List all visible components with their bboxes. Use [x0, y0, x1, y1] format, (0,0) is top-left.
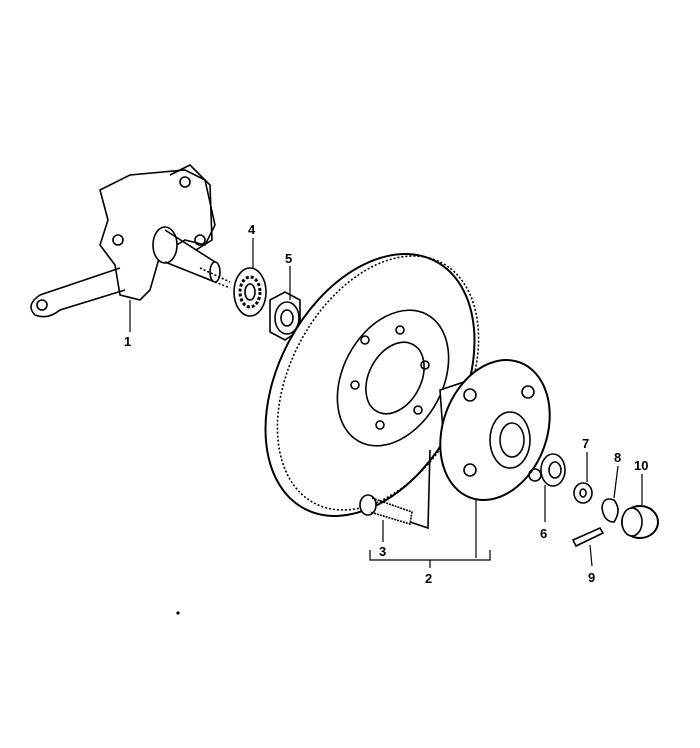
inner-bearing: [269, 291, 301, 341]
callout-2: 2: [425, 571, 433, 586]
leader-lines: [129, 238, 643, 568]
callout-9: 9: [588, 570, 596, 585]
wheel-bolt: [359, 449, 431, 530]
thrust-washer: [573, 482, 593, 504]
wheel-hub: [439, 359, 551, 501]
callout-5: 5: [285, 251, 293, 266]
outer-bearing: [233, 267, 267, 317]
clamp-screw: [571, 526, 605, 548]
brake-disc: [264, 253, 480, 517]
callout-4: 4: [248, 222, 256, 237]
callout-7: 7: [582, 436, 590, 451]
steering-knuckle: [30, 164, 231, 318]
callout-6: 6: [540, 526, 548, 541]
grease-seal: [540, 453, 566, 487]
grease-cap: [621, 505, 659, 539]
callout-1: 1: [124, 334, 132, 349]
callout-8: 8: [614, 450, 622, 465]
callout-3: 3: [379, 544, 387, 559]
clamp-nut: [601, 498, 619, 523]
callout-10: 10: [634, 458, 649, 473]
